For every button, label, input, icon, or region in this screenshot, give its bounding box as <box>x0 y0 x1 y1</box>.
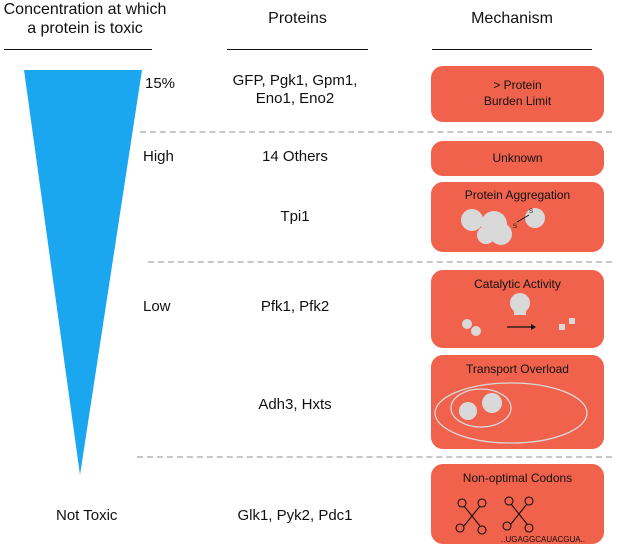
trna-illustration: ..UGAGGCAUACGUA.. <box>455 496 585 544</box>
proteins-group-4: Pfk1, Pfk2 <box>260 298 330 315</box>
aggregation-illustration: S S <box>461 208 545 245</box>
disulfide-bond-label-2: S <box>513 224 517 230</box>
mechanism-protein-burden-line1: > Protein <box>493 78 542 92</box>
separator-1 <box>140 131 612 133</box>
proteins-group-2: 14 Others <box>262 148 328 165</box>
disulfide-bond-label-1: S <box>529 209 533 215</box>
header-rule-concentration <box>4 49 152 50</box>
mechanism-transport-overload-label: Transport Overload <box>466 362 569 376</box>
proteins-group-1-line2: Eno1, Eno2 <box>255 90 335 107</box>
header-rule-proteins <box>227 49 368 50</box>
mechanism-unknown-label: Unknown <box>492 151 543 165</box>
mechanism-catalytic-activity: Catalytic Activity <box>431 270 604 348</box>
separator-2 <box>148 261 612 263</box>
codon-sequence: ..UGAGGCAUACGUA.. <box>501 535 585 544</box>
mechanism-non-optimal-codons-label: Non-optimal Codons <box>462 471 573 485</box>
proteins-group-3: Tpi1 <box>280 208 310 225</box>
mechanism-unknown: Unknown <box>431 141 604 176</box>
mechanism-protein-burden-line2: Burden Limit <box>483 94 552 108</box>
mechanism-non-optimal-codons: Non-optimal Codons ..UGAGGCAUACGUA.. <box>431 464 604 544</box>
triangle-shape <box>24 70 142 475</box>
header-concentration: Concentration at which a protein is toxi… <box>3 1 167 37</box>
mechanism-protein-burden: > Protein Burden Limit <box>431 66 604 122</box>
separator-3 <box>137 456 612 458</box>
header-mechanism: Mechanism <box>471 10 553 27</box>
proteins-group-1: GFP, Pgk1, Gpm1, Eno1, Eno2 <box>220 72 370 108</box>
transport-illustration <box>434 382 588 444</box>
mechanism-catalytic-activity-label: Catalytic Activity <box>474 277 561 291</box>
level-15-percent: 15% <box>145 75 176 92</box>
proteins-group-5: Adh3, Hxts <box>258 396 332 413</box>
mechanism-protein-aggregation: Protein Aggregation S S <box>431 182 604 252</box>
proteins-group-6: Glk1, Pyk2, Pdc1 <box>237 507 353 524</box>
proteins-group-1-line1: GFP, Pgk1, Gpm1, <box>232 72 358 89</box>
mechanism-protein-aggregation-label: Protein Aggregation <box>464 188 571 202</box>
mechanism-transport-overload: Transport Overload <box>431 355 604 449</box>
level-high: High <box>143 148 174 165</box>
level-low: Low <box>143 298 171 315</box>
header-proteins: Proteins <box>268 10 327 27</box>
level-not-toxic: Not Toxic <box>56 507 118 524</box>
header-rule-mechanism <box>432 49 592 50</box>
catalytic-illustration <box>462 293 575 336</box>
